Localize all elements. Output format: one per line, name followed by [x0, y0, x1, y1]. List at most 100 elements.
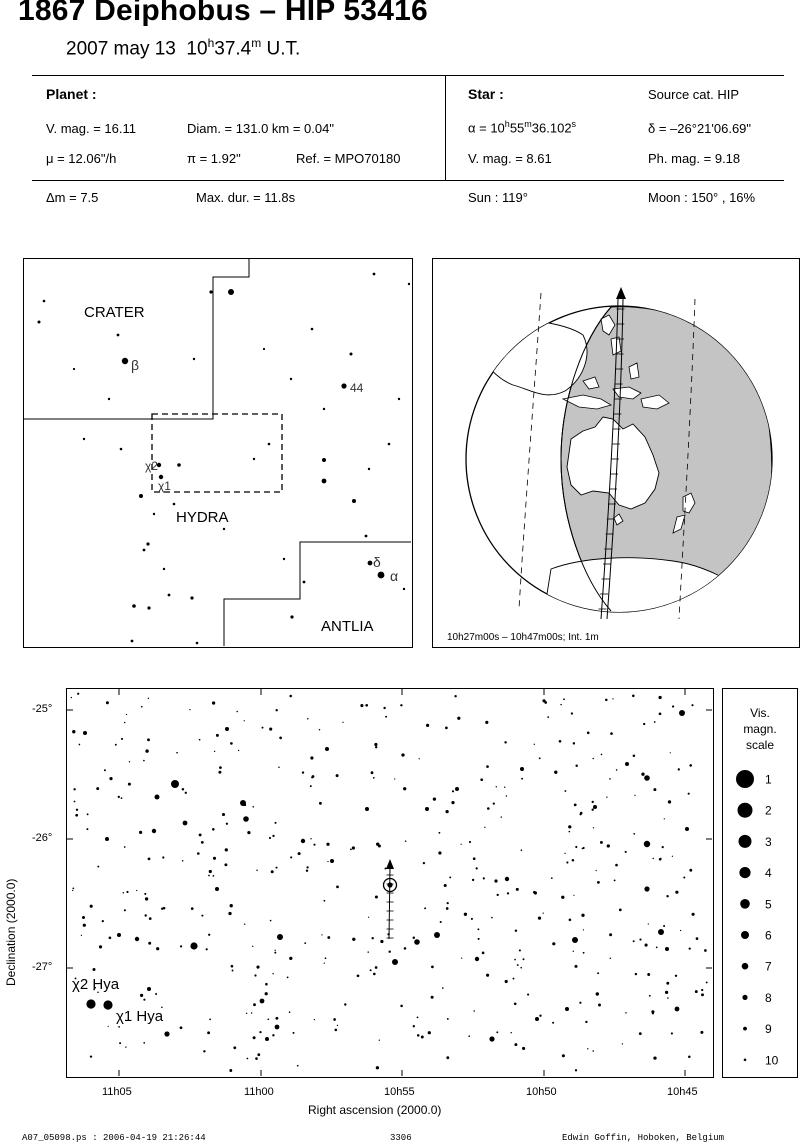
faint-field-star	[457, 716, 461, 720]
faint-field-star	[327, 936, 331, 939]
chart-star	[103, 1000, 113, 1010]
constellation-star	[252, 457, 256, 461]
faint-field-star	[143, 1042, 146, 1044]
faint-field-star	[274, 951, 277, 954]
faint-field-star	[573, 803, 577, 807]
faint-field-star	[208, 869, 212, 874]
faint-field-star	[609, 933, 613, 937]
constellation-star	[192, 357, 196, 361]
ra-tick-label-10h50: 10h50	[526, 1086, 557, 1098]
chart-star	[86, 999, 96, 1009]
faint-field-star	[97, 991, 99, 994]
faint-field-star	[225, 822, 229, 825]
faint-field-star	[659, 857, 662, 860]
faint-field-star	[344, 1003, 347, 1006]
faint-field-star	[422, 861, 426, 865]
chart-star	[225, 727, 229, 731]
faint-field-star	[374, 742, 378, 747]
faint-field-star	[647, 973, 651, 976]
faint-field-star	[572, 950, 574, 952]
scale-dot-mag-5	[740, 899, 750, 909]
scale-dot-mag-1	[736, 770, 754, 788]
constellation-star	[322, 407, 326, 411]
faint-field-star	[336, 885, 339, 889]
faint-field-star	[694, 990, 698, 994]
faint-field-star	[420, 1035, 424, 1039]
faint-field-star	[253, 1003, 256, 1007]
faint-field-star	[615, 863, 618, 867]
faint-field-star	[505, 795, 508, 797]
faint-field-star	[72, 889, 74, 892]
faint-field-star	[446, 1017, 449, 1020]
page-title: 1867 Deiphobus – HIP 53416	[18, 0, 428, 27]
faint-field-star	[621, 1043, 624, 1045]
faint-field-star	[73, 800, 76, 803]
event-minute: 37.4	[214, 38, 252, 60]
antlia-label: ANTLIA	[321, 618, 374, 635]
constellation-star	[132, 604, 136, 608]
faint-field-star	[438, 851, 442, 855]
faint-field-star	[109, 776, 113, 781]
faint-field-star	[484, 826, 486, 828]
faint-field-star	[416, 1016, 419, 1019]
faint-field-star	[304, 942, 307, 944]
faint-field-star	[375, 1066, 380, 1070]
constellation-star	[121, 357, 129, 365]
constellation-star	[37, 320, 41, 324]
constellation-star	[367, 560, 373, 566]
faint-field-star	[162, 906, 166, 910]
faint-field-star	[550, 877, 553, 879]
faint-field-star	[592, 757, 594, 760]
faint-field-star	[514, 958, 516, 961]
constellation-star	[209, 290, 213, 294]
faint-field-star	[372, 777, 375, 779]
faint-field-star	[599, 840, 603, 844]
chart-star	[134, 936, 140, 942]
faint-field-star	[438, 831, 441, 834]
faint-field-star	[161, 1006, 163, 1009]
constellation-star	[195, 641, 199, 645]
star-source-catalog: Source cat. HIP	[648, 87, 740, 102]
faint-field-star	[161, 907, 164, 910]
faint-field-star	[575, 845, 578, 849]
faint-field-star	[487, 807, 490, 810]
faint-field-star	[581, 847, 584, 850]
constellation-star	[289, 377, 293, 381]
faint-field-star	[360, 704, 364, 708]
chart-star	[593, 805, 597, 809]
faint-field-star	[376, 842, 380, 846]
faint-field-star	[380, 939, 384, 944]
constellation-star	[142, 548, 146, 552]
faint-field-star	[307, 717, 309, 720]
faint-field-star	[323, 899, 326, 902]
faint-field-star	[181, 787, 185, 791]
faint-field-star	[412, 936, 416, 939]
faint-field-star	[279, 736, 282, 740]
faint-field-star	[86, 828, 89, 831]
faint-field-star	[652, 857, 654, 860]
faint-field-star	[510, 1031, 512, 1034]
constellation-star	[377, 571, 385, 579]
faint-field-star	[538, 757, 541, 760]
faint-field-star	[579, 1001, 582, 1004]
faint-field-star	[297, 852, 301, 856]
chart-star	[474, 956, 480, 962]
faint-field-star	[252, 806, 254, 808]
chart-star	[425, 807, 429, 811]
dec-tick-label-26: -26°	[32, 832, 53, 844]
faint-field-star	[209, 1018, 212, 1021]
faint-field-star	[198, 738, 201, 741]
scale-dot-mag-4	[739, 867, 751, 879]
constellation-star	[177, 463, 181, 467]
faint-field-star	[144, 914, 147, 917]
faint-field-star	[213, 750, 216, 753]
faint-field-star	[468, 840, 472, 844]
faint-field-star	[430, 995, 434, 999]
faint-field-star	[114, 743, 117, 746]
faint-field-star	[663, 818, 665, 820]
chart-star	[644, 886, 650, 892]
footer-author: Edwin Goffin, Hoboken, Belgium	[562, 1133, 725, 1143]
faint-field-star	[463, 912, 468, 916]
faint-field-star	[575, 764, 578, 768]
